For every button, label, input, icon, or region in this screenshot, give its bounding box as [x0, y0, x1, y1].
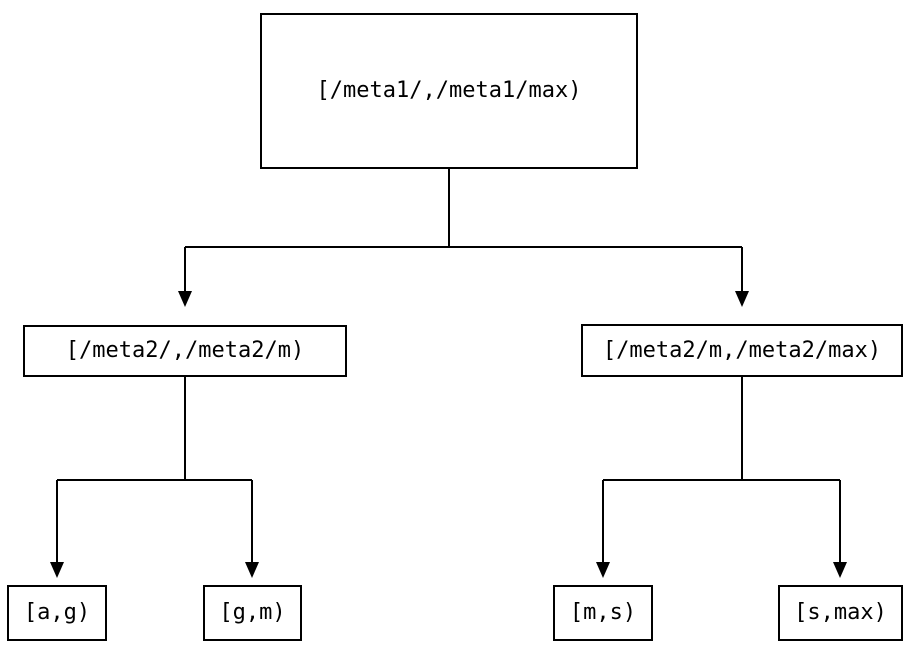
node-leaf-a-g: [a,g) — [7, 585, 107, 641]
node-meta2-left-interval: [/meta2/,/meta2/m) — [23, 325, 347, 377]
node-root-interval: [/meta1/,/meta1/max) — [260, 13, 638, 169]
arrowhead-down-icon — [178, 291, 192, 307]
node-leaf-g-m: [g,m) — [203, 585, 302, 641]
edge-lines — [56, 169, 841, 563]
node-leaf-s-max: [s,max) — [778, 585, 903, 641]
arrowhead-down-icon — [596, 562, 610, 578]
arrowhead-down-icon — [833, 562, 847, 578]
node-leaf-m-s: [m,s) — [553, 585, 653, 641]
arrowhead-down-icon — [245, 562, 259, 578]
arrowhead-down-icon — [50, 562, 64, 578]
arrowhead-down-icon — [735, 291, 749, 307]
node-meta2-right-interval: [/meta2/m,/meta2/max) — [581, 324, 903, 377]
edge-arrowheads — [50, 291, 847, 578]
